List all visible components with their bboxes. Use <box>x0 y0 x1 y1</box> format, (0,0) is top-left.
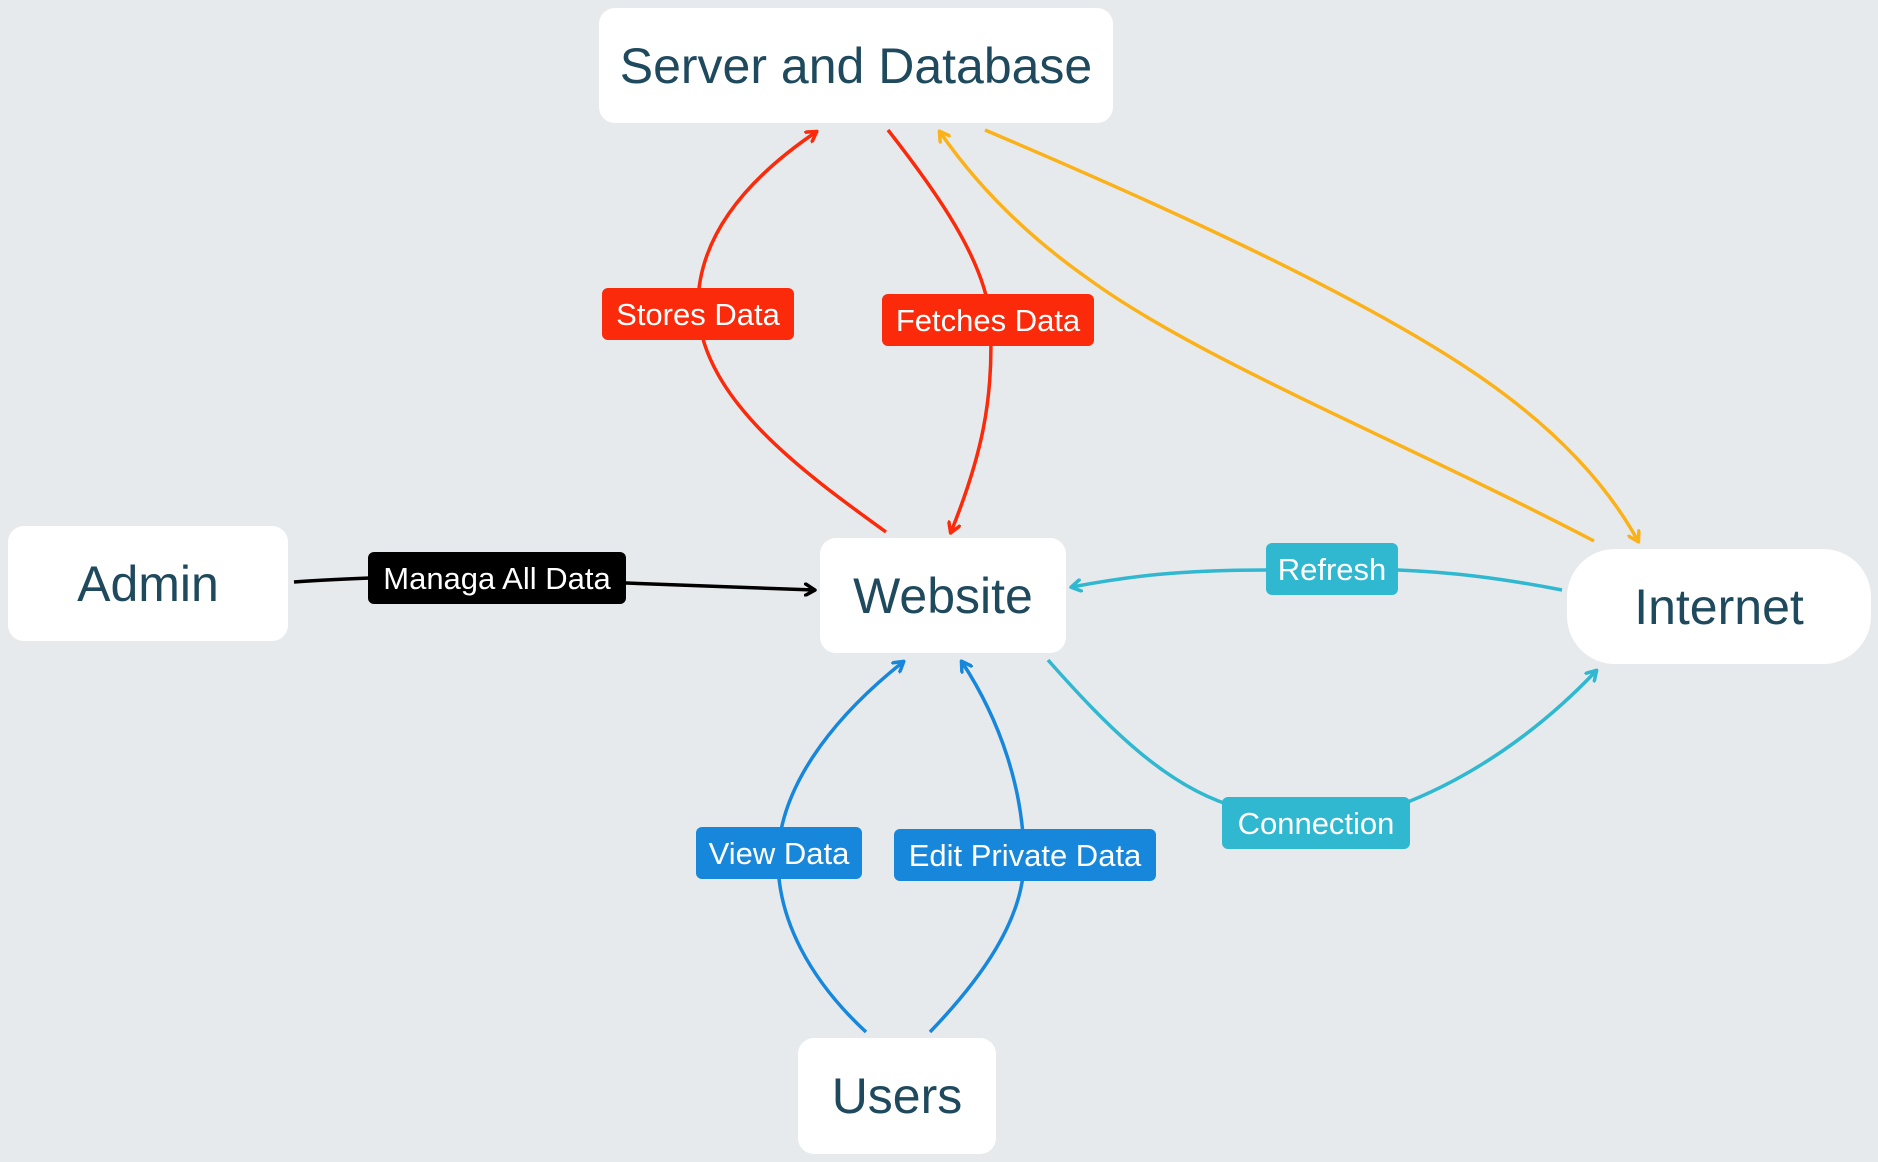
node-admin[interactable]: Admin <box>8 526 288 641</box>
edge-label-edit-private-data[interactable]: Edit Private Data <box>894 829 1156 881</box>
edge-server-to-internet <box>984 128 1638 541</box>
edge-label-fetches-data[interactable]: Fetches Data <box>882 294 1094 346</box>
node-internet[interactable]: Internet <box>1567 549 1871 664</box>
node-users-label: Users <box>831 1068 963 1124</box>
node-users[interactable]: Users <box>798 1038 996 1154</box>
edge-label-view-data[interactable]: View Data <box>696 827 862 879</box>
node-internet-label: Internet <box>1634 578 1804 635</box>
edge-internet-to-server <box>940 132 1595 543</box>
node-website[interactable]: Website <box>820 538 1066 653</box>
edge-label-connection[interactable]: Connection <box>1222 797 1410 849</box>
edge-connection <box>1046 660 1596 810</box>
node-server-and-database[interactable]: Server and Database <box>599 8 1113 123</box>
node-server-label: Server and Database <box>619 37 1093 94</box>
node-admin-label: Admin <box>77 555 219 612</box>
node-website-label: Website <box>853 567 1033 624</box>
edge-label-stores-data[interactable]: Stores Data <box>602 288 794 340</box>
edge-label-refresh[interactable]: Refresh <box>1266 543 1398 595</box>
edge-label-manage-all-data[interactable]: Managa All Data <box>368 552 626 604</box>
